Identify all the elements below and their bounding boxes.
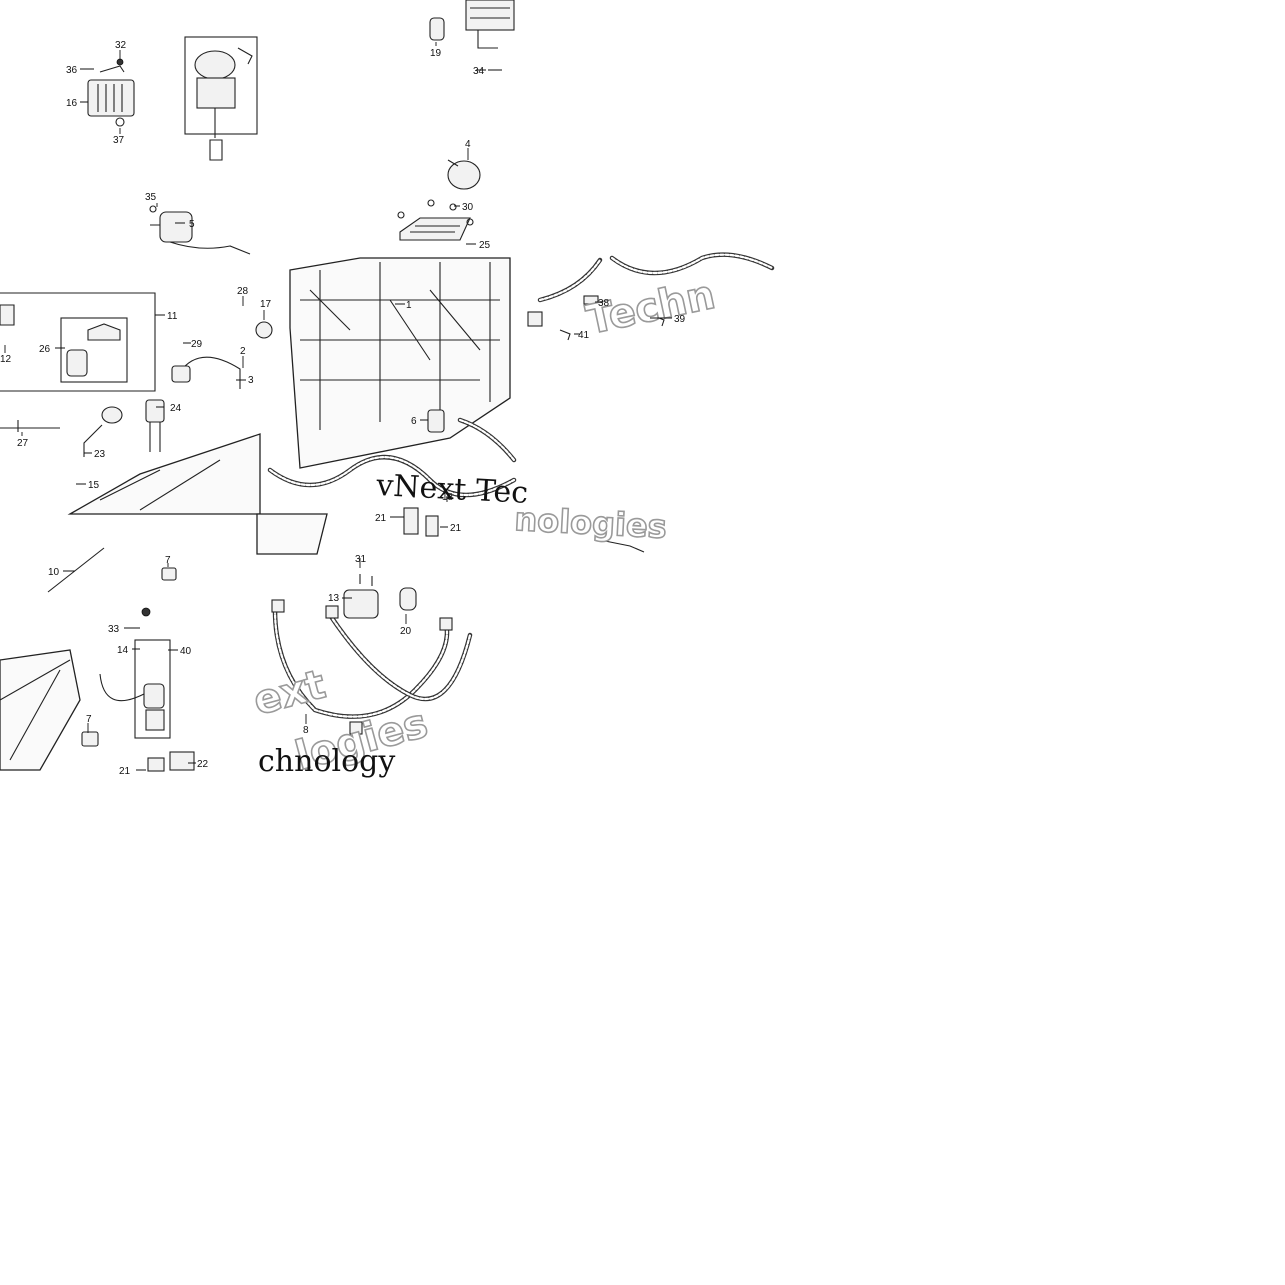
callout-20: 20: [400, 626, 412, 637]
callout-31: 31: [355, 554, 367, 565]
callout-10: 10: [48, 567, 60, 578]
callout-19: 19: [430, 48, 442, 59]
callout-32: 32: [115, 40, 127, 51]
watermark-ext: ext: [249, 662, 331, 725]
frame-left-partial: [256, 513, 328, 555]
callout-27: 27: [17, 438, 29, 449]
part-22-block: [147, 751, 195, 772]
callout-6: 6: [411, 416, 417, 427]
part-6-sensor: [427, 409, 445, 433]
callout-41: 41: [578, 330, 590, 341]
fuse-38: [583, 295, 599, 305]
callout-18: 18: [442, 492, 454, 503]
frame-bottom-left: [0, 649, 81, 771]
callout-11: 11: [167, 311, 178, 322]
callout-29: 29: [191, 339, 203, 350]
part-25-ecu: [399, 217, 471, 241]
callout-15: 15: [88, 480, 100, 491]
part-7-connector-top: [161, 567, 177, 581]
part-10-cable-tie: [47, 547, 105, 593]
part-31-bolt: [359, 574, 373, 586]
bolts-30: [397, 199, 474, 226]
frame-lower-left: [67, 433, 261, 515]
bolt-37: [115, 117, 125, 127]
part-5-relay: [150, 211, 251, 255]
part-7-connector-bottom: [81, 731, 99, 747]
part-16-cdi-unit: [87, 65, 135, 117]
callout-26: 26: [39, 344, 51, 355]
callout-34: 34: [473, 66, 485, 77]
part-4-solenoid: [447, 159, 481, 190]
relays-21: [403, 507, 439, 537]
callout-39: 39: [674, 314, 686, 325]
callout-28: 28: [237, 286, 249, 297]
callout-36: 36: [66, 65, 78, 76]
callout-23: 23: [94, 449, 106, 460]
top-right-bracket: [465, 0, 515, 49]
bolt-35: [149, 205, 157, 213]
watermark-vnext-tec: vNext Tec: [375, 468, 529, 511]
callout-25: 25: [479, 240, 491, 251]
ignition-switch-group-box: [184, 36, 258, 161]
callout-21-left: 21: [375, 513, 387, 524]
callout-7-top: 7: [165, 555, 171, 566]
callout-37: 37: [113, 135, 125, 146]
callout-4: 4: [465, 139, 471, 150]
callout-numbers: 32 36 16 37 19 34 4 30 25 35 5 28 17 11 …: [0, 40, 686, 777]
callout-13: 13: [328, 593, 340, 604]
part-23-connector: [83, 406, 123, 457]
callout-16: 16: [66, 98, 78, 109]
part-27-clip: [0, 420, 60, 432]
part-20-sensor: [399, 587, 417, 611]
callout-17: 17: [260, 299, 272, 310]
main-frame: [289, 257, 511, 469]
callout-8: 8: [303, 725, 309, 736]
callout-24: 24: [170, 403, 182, 414]
harness-right: [527, 252, 775, 327]
callout-22: 22: [197, 759, 209, 770]
part-17-horn: [255, 321, 273, 339]
callout-1: 1: [406, 300, 412, 311]
callout-14: 14: [117, 645, 129, 656]
callout-21-right: 21: [450, 523, 462, 534]
bolt-39: [653, 315, 665, 327]
part-13-regulator: [343, 589, 379, 619]
callout-21-bottom: 21: [119, 766, 131, 777]
callout-12: 12: [0, 354, 12, 365]
bolt-41: [559, 329, 571, 341]
callout-leaders: [4, 42, 672, 771]
callout-3: 3: [248, 375, 254, 386]
harness-tail-right: [599, 539, 645, 553]
part-19-sensor: [429, 17, 445, 41]
watermark-nologies: nologies: [514, 500, 668, 546]
callout-40: 40: [180, 646, 192, 657]
callout-33: 33: [108, 624, 120, 635]
callout-7-bottom: 7: [86, 714, 92, 725]
callout-35: 35: [145, 192, 157, 203]
callout-30: 30: [462, 202, 474, 213]
part-8-main-harness: [271, 599, 473, 735]
watermark-chnology: chnology: [258, 744, 395, 779]
nut-33: [141, 607, 151, 617]
part-11-group-box: [0, 292, 156, 392]
callout-2: 2: [240, 346, 246, 357]
callout-5: 5: [189, 219, 195, 230]
callout-38: 38: [598, 298, 610, 309]
part-14-group-box: [99, 639, 171, 739]
part-24-relay: [145, 399, 165, 452]
harness-main-center: [267, 417, 517, 498]
part-3-cable: [171, 356, 241, 389]
